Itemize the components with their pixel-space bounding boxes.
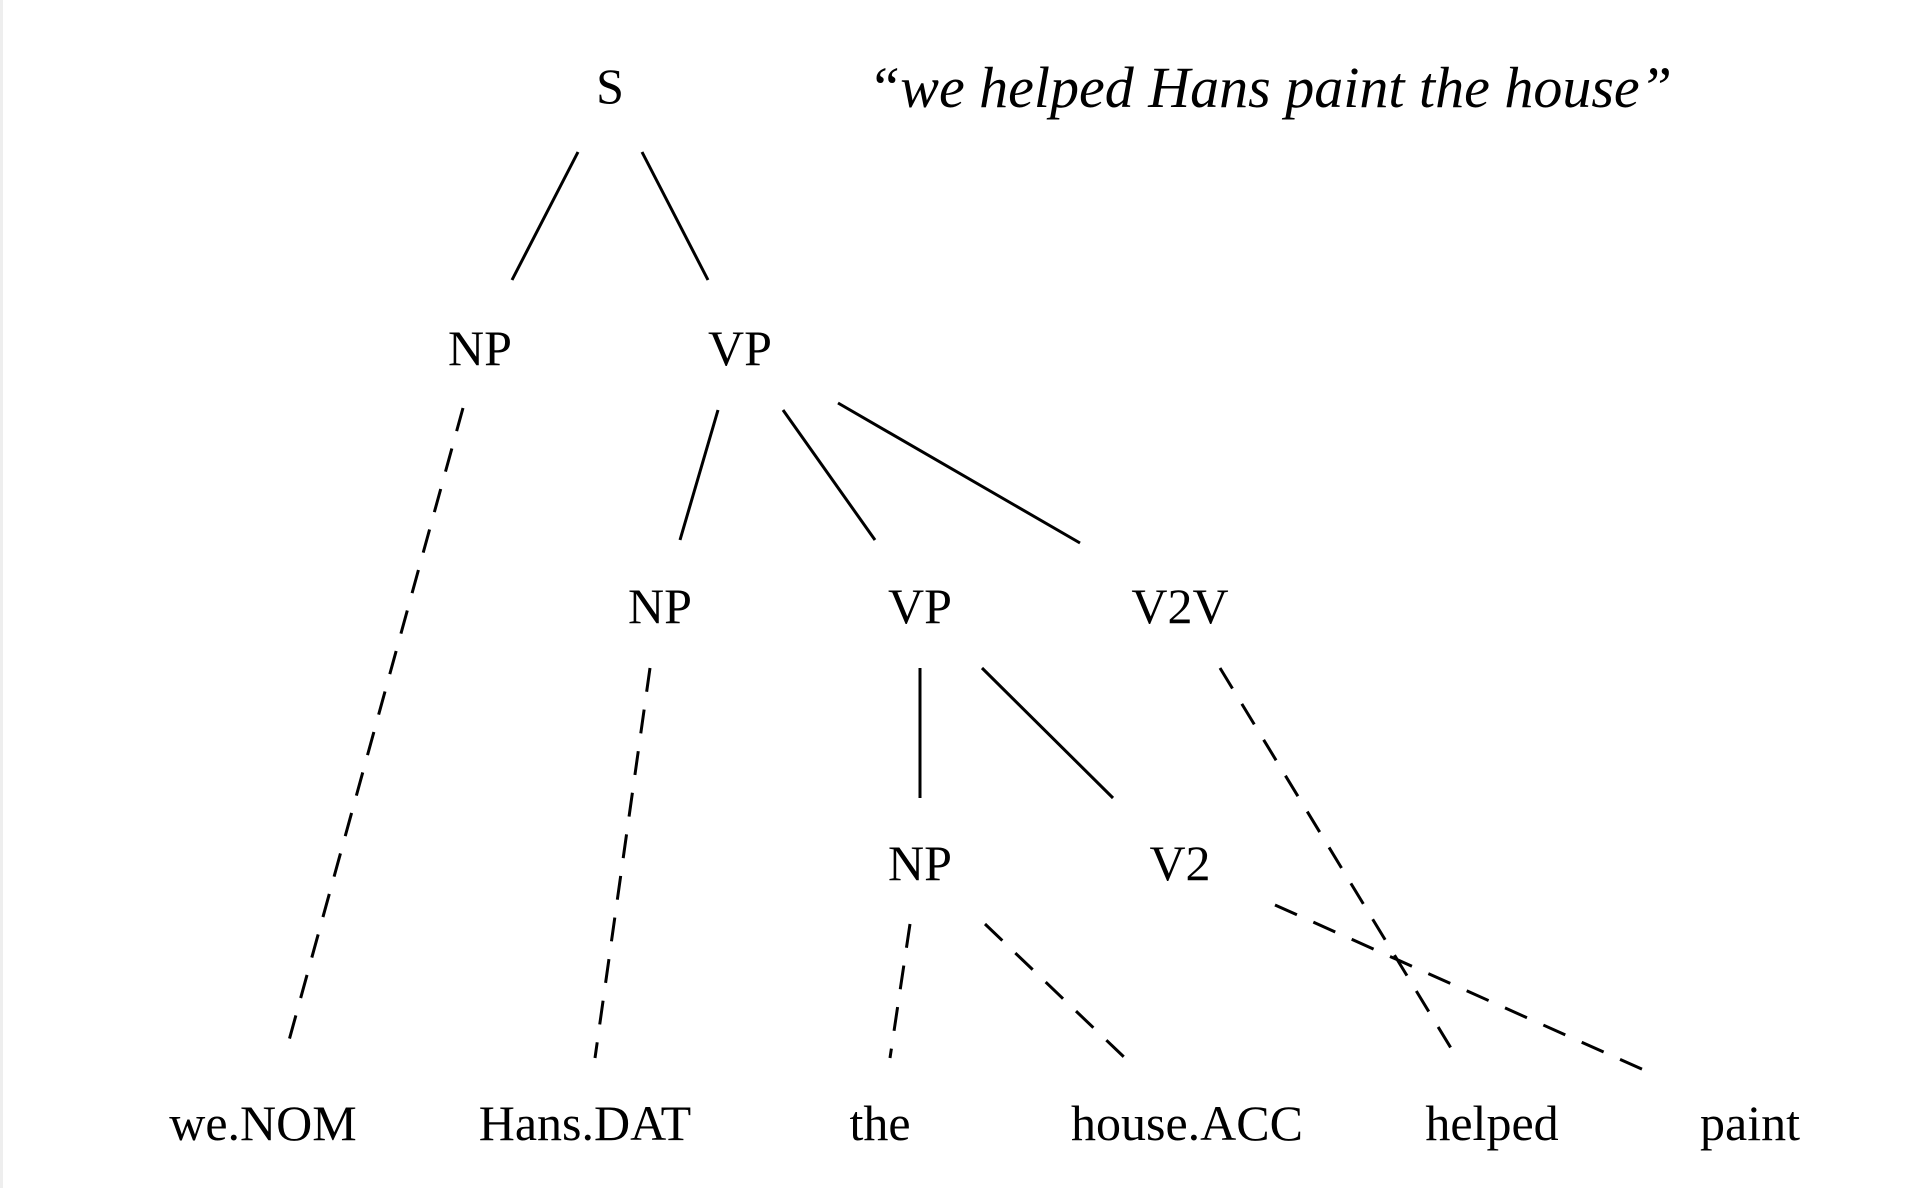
node-vp-inner: VP [888,578,952,634]
leaf-the: the [849,1095,910,1151]
leaf-helped: helped [1425,1095,1558,1151]
leaf-hans-dat: Hans.DAT [479,1095,691,1151]
edge-s-np [510,151,580,281]
edge-np-we [283,407,465,1056]
edge-vp-np [678,409,720,541]
edge-vp-v2v [837,401,1081,545]
node-np-object: NP [888,835,952,891]
edge-np-the [888,923,912,1059]
node-np-subject: NP [448,320,512,376]
edge-v2v-helped [1218,667,1459,1059]
node-v2v: V2V [1131,578,1228,634]
sentence-caption: “we helped Hans paint the house” [868,55,1672,120]
edge-s-vp [640,151,710,281]
edge-vp-v2 [980,666,1115,800]
leaf-house-acc: house.ACC [1071,1095,1303,1151]
edge-np-hans [593,667,652,1059]
node-vp-main: VP [708,320,772,376]
node-s: S [596,58,624,114]
left-border [0,0,3,1188]
edge-vp-vp [781,409,877,541]
node-v2: V2 [1149,835,1210,891]
leaf-we-nom: we.NOM [169,1095,356,1151]
edge-v2-paint [1274,903,1656,1077]
leaf-paint: paint [1700,1095,1800,1151]
edge-np-house [983,922,1127,1060]
node-np-dative: NP [628,578,692,634]
